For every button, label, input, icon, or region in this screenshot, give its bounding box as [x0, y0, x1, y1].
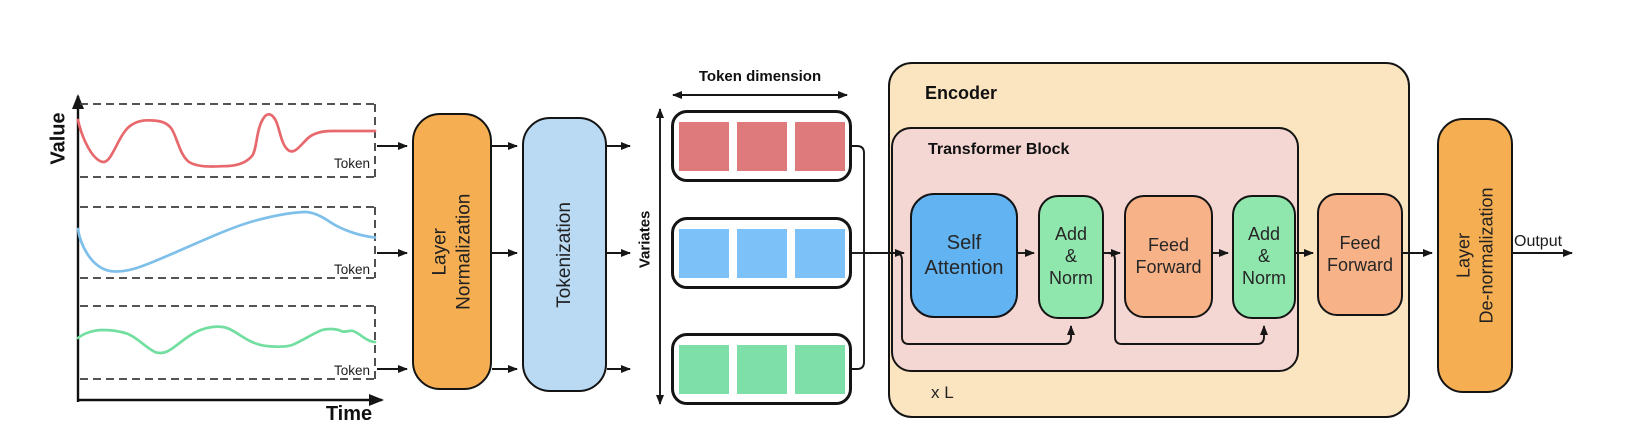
feed-forward-2-block: Feed Forward — [1317, 193, 1403, 316]
token-label-red: Token — [333, 156, 370, 171]
time-axis-label: Time — [325, 403, 373, 425]
merge-bracket-top — [852, 145, 865, 253]
merge-bracket-bottom — [852, 253, 865, 370]
token-row-red — [671, 110, 852, 182]
dashed-token-windows — [80, 103, 376, 380]
layer-denormalization-label: Layer De-normalization — [1453, 187, 1498, 323]
add-norm-1-line3: Norm — [1049, 267, 1093, 288]
layer-denormalization-line2: De-normalization — [1476, 187, 1496, 324]
self-attention-line2: Attention — [924, 256, 1004, 279]
feed-forward-1-line1: Feed — [1147, 234, 1190, 255]
self-attention-block: Self Attention — [910, 193, 1018, 318]
layer-denormalization-line1: Layer — [1453, 232, 1474, 279]
feed-forward-1-line2: Forward — [1135, 256, 1202, 277]
token-cell — [736, 344, 787, 394]
add-norm-2-line1: Add — [1247, 224, 1281, 245]
add-norm-1-block: Add & Norm — [1038, 195, 1104, 319]
token-cell — [794, 121, 845, 171]
variates-text: Variates — [636, 210, 654, 268]
token-cell — [678, 121, 729, 171]
layer-normalization-line2: Normalization — [453, 193, 474, 310]
token-row-green — [671, 333, 852, 405]
add-norm-2-block: Add & Norm — [1232, 195, 1296, 319]
token-cell — [736, 121, 787, 171]
add-norm-2-line2: & — [1257, 246, 1270, 267]
feed-forward-1-block: Feed Forward — [1124, 195, 1213, 318]
output-label: Output — [1514, 233, 1563, 250]
token-cell — [736, 228, 787, 278]
token-cell — [678, 344, 729, 394]
value-axis-label: Value — [36, 103, 82, 173]
token-cell — [794, 228, 845, 278]
transformer-block-label: Transformer Block — [928, 141, 1070, 158]
green-series-curve — [76, 325, 377, 355]
add-norm-1-line1: Add — [1054, 224, 1088, 245]
layer-normalization-block: Layer Normalization — [412, 113, 492, 390]
layer-normalization-line1: Layer — [429, 227, 451, 276]
token-label-green: Token — [333, 363, 370, 378]
add-norm-1-line2: & — [1064, 246, 1077, 267]
variates-label: Variates — [628, 198, 664, 280]
layer-normalization-label: Layer Normalization — [428, 193, 476, 309]
self-attention-line1: Self — [946, 232, 982, 255]
add-norm-2-line3: Norm — [1242, 267, 1286, 288]
encoder-label: Encoder — [925, 83, 998, 103]
tokenization-label: Tokenization — [553, 202, 577, 308]
repeat-count-label: x L — [931, 383, 954, 402]
token-cell — [678, 228, 729, 278]
layer-denormalization-block: Layer De-normalization — [1437, 118, 1513, 393]
token-cell — [794, 344, 845, 394]
value-axis-text: Value — [47, 111, 70, 165]
feed-forward-2-line1: Feed — [1339, 232, 1381, 253]
token-row-blue — [671, 217, 852, 289]
token-label-blue: Token — [333, 262, 370, 277]
tokenization-block: Tokenization — [522, 117, 607, 392]
token-dimension-label: Token dimension — [698, 68, 822, 85]
tokenization-line1: Tokenization — [553, 201, 575, 308]
plot-axes — [72, 94, 384, 406]
feed-forward-2-line2: Forward — [1326, 254, 1393, 275]
